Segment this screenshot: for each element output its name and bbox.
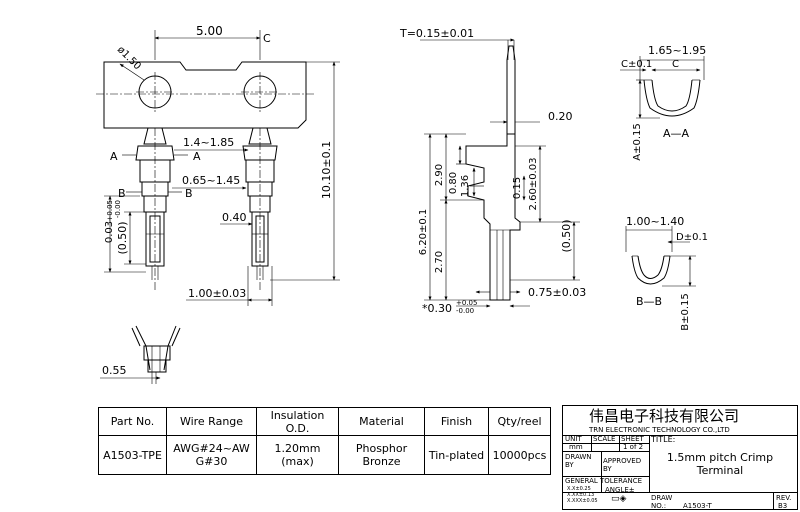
section-a-a [620, 56, 705, 119]
sheet-value: 1 of 2 [623, 443, 644, 451]
dim-width-b: 0.65~1.45 [182, 174, 240, 187]
general-tolerance: GENERAL TOLERANCE [565, 477, 643, 485]
tolerance-1: X.X±0.25 [567, 486, 591, 492]
dim-075: 0.75±0.03 [528, 286, 586, 299]
dim-pitch: 5.00 [196, 24, 223, 38]
technical-drawing: 5.00 C ø1.50 1.4~1.85 A A 0.65~1.45 B B … [96, 24, 708, 384]
dim-aa-height: A±0.15 [632, 123, 643, 161]
title-block: 伟昌电子科技有限公司 TRN ELECTRONIC TECHNOLOGY CO.… [562, 405, 798, 510]
dim-bb-d: D±0.1 [676, 232, 708, 243]
company-name-en: TRN ELECTRONIC TECHNOLOGY CO.,LTD [589, 426, 730, 434]
dim-ref-050-right: (0.50) [560, 219, 573, 252]
spec-header: Wire Range [166, 407, 257, 436]
dim-100: 1.00±0.03 [188, 287, 246, 300]
dim-055: 0.55 [102, 364, 127, 377]
dim-tol-minus: -0.00 [114, 200, 122, 218]
front-view [96, 30, 340, 306]
dim-290: 2.90 [434, 164, 445, 186]
dim-270: 2.70 [434, 251, 445, 273]
label-section-aa: A—A [663, 127, 690, 140]
dim-260: 2.60±0.03 [528, 158, 539, 211]
dim-hole: ø1.50 [115, 44, 143, 72]
spec-value: Phosphor Bronze [338, 435, 425, 475]
projection-icon: ▭◈ [611, 494, 627, 504]
dim-c-mark: C [263, 32, 271, 45]
spec-value: A1503-TPE [98, 435, 167, 475]
dim-080: 0.80 [448, 172, 459, 194]
section-a-left: A [110, 150, 118, 163]
drawn-by: DRAWN BY [565, 453, 592, 469]
dim-620: 6.20±0.1 [418, 209, 429, 256]
spec-table: Part No. Wire Range Insulation O.D. Mate… [98, 407, 551, 475]
draw-no-label: DRAW NO.: [651, 494, 673, 510]
tolerance-2: X.XX±0.13 [567, 492, 595, 498]
dim-aa-c2: C [672, 59, 679, 70]
dim-015: 0.15 [512, 177, 523, 199]
scale-label: SCALE [593, 435, 616, 443]
section-b-right: B [185, 187, 193, 200]
unit-label: UNIT [565, 435, 582, 443]
spec-value: 10000pcs [488, 435, 551, 475]
dim-tol-plus: +0.05 [106, 200, 114, 221]
dim-ref-050-left: (0.50) [116, 221, 129, 254]
spec-value: AWG#24~AWG#30 [166, 435, 257, 475]
section-a-right: A [193, 150, 201, 163]
draw-no-value: A1503-T [683, 502, 712, 510]
spec-header: Material [338, 407, 425, 436]
rev-label: REV. [776, 494, 792, 502]
approved-by: APPROVED BY [603, 457, 642, 473]
dim-width-a: 1.4~1.85 [183, 136, 234, 149]
dim-thickness: T=0.15±0.01 [399, 27, 474, 40]
label-section-bb: B—B [636, 295, 662, 308]
spec-value: 1.20mm (max) [256, 435, 339, 475]
spec-header: Finish [424, 407, 489, 436]
dim-030: *0.30 [422, 302, 452, 315]
section-b-left: B [118, 187, 126, 200]
company-name-cn: 伟昌电子科技有限公司 [589, 407, 740, 425]
dim-height-total: 10.10±0.1 [320, 141, 333, 199]
dim-030-minus: -0.00 [456, 307, 474, 315]
iso-view [100, 325, 181, 384]
dim-030-plus: +0.05 [456, 299, 477, 307]
spec-header: Insulation O.D. [256, 407, 339, 436]
tolerance-3: X.XXX±0.05 [567, 498, 598, 504]
section-b-b [625, 226, 696, 287]
dim-bb-height: B±0.15 [680, 293, 691, 331]
side-view [420, 38, 580, 308]
title-label: TITLE: [651, 435, 676, 444]
dimension-labels: 5.00 C ø1.50 1.4~1.85 A A 0.65~1.45 B B … [102, 24, 708, 377]
dim-aa-c: C±0.1 [621, 59, 652, 70]
unit-value: mm [569, 443, 583, 451]
rev-value: B3 [778, 502, 788, 510]
drawing-title: 1.5mm pitch Crimp Terminal [666, 451, 774, 477]
dim-040: 0.40 [222, 211, 247, 224]
angle-label: ANGLE± [605, 486, 635, 494]
spec-header: Qty/reel [488, 407, 551, 436]
dim-bb-width: 1.00~1.40 [626, 215, 684, 228]
spec-header-row: Part No. Wire Range Insulation O.D. Mate… [98, 407, 551, 436]
dim-aa-width: 1.65~1.95 [648, 44, 706, 57]
sheet-label: SHEET [621, 435, 644, 443]
dim-020: 0.20 [548, 110, 573, 123]
spec-value: Tin-plated [424, 435, 489, 475]
dim-136: 1.36 [460, 175, 471, 197]
dim-tol-stack: 0.03 [104, 221, 115, 243]
spec-value-row: A1503-TPE AWG#24~AWG#30 1.20mm (max) Pho… [98, 435, 551, 475]
spec-header: Part No. [98, 407, 167, 436]
